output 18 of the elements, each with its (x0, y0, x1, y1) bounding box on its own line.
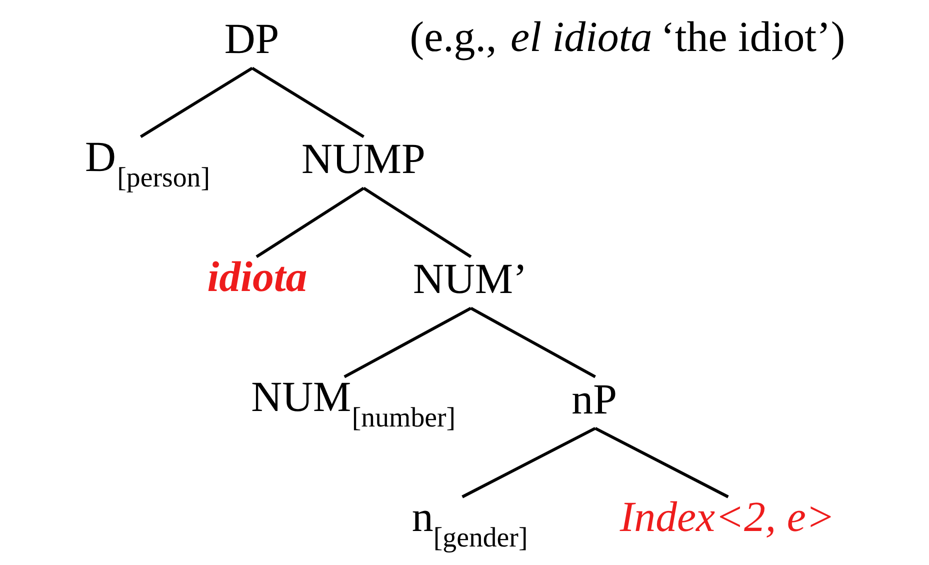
node-text: NUMP (301, 136, 425, 184)
node-text: DP (224, 16, 279, 64)
connector (250, 66, 364, 138)
connector (461, 426, 596, 498)
connector (470, 306, 596, 378)
node-text: NUM’ (412, 256, 527, 304)
node-text: idiota (206, 254, 307, 302)
connector (255, 186, 364, 258)
connector (139, 66, 253, 138)
node-text: Index<2, e> (619, 494, 834, 542)
node-text: NUM$_{[number]}$ (250, 374, 456, 434)
connector (594, 426, 728, 498)
node-label: (e.g., el idiota ‘the idiot’) (409, 14, 845, 61)
connector (362, 186, 472, 258)
node-text: n$_{[gender]}$ (411, 494, 528, 554)
node-text: D$_{[person]}$ (84, 134, 210, 194)
node-text: nP (571, 376, 616, 424)
connector (343, 306, 472, 378)
